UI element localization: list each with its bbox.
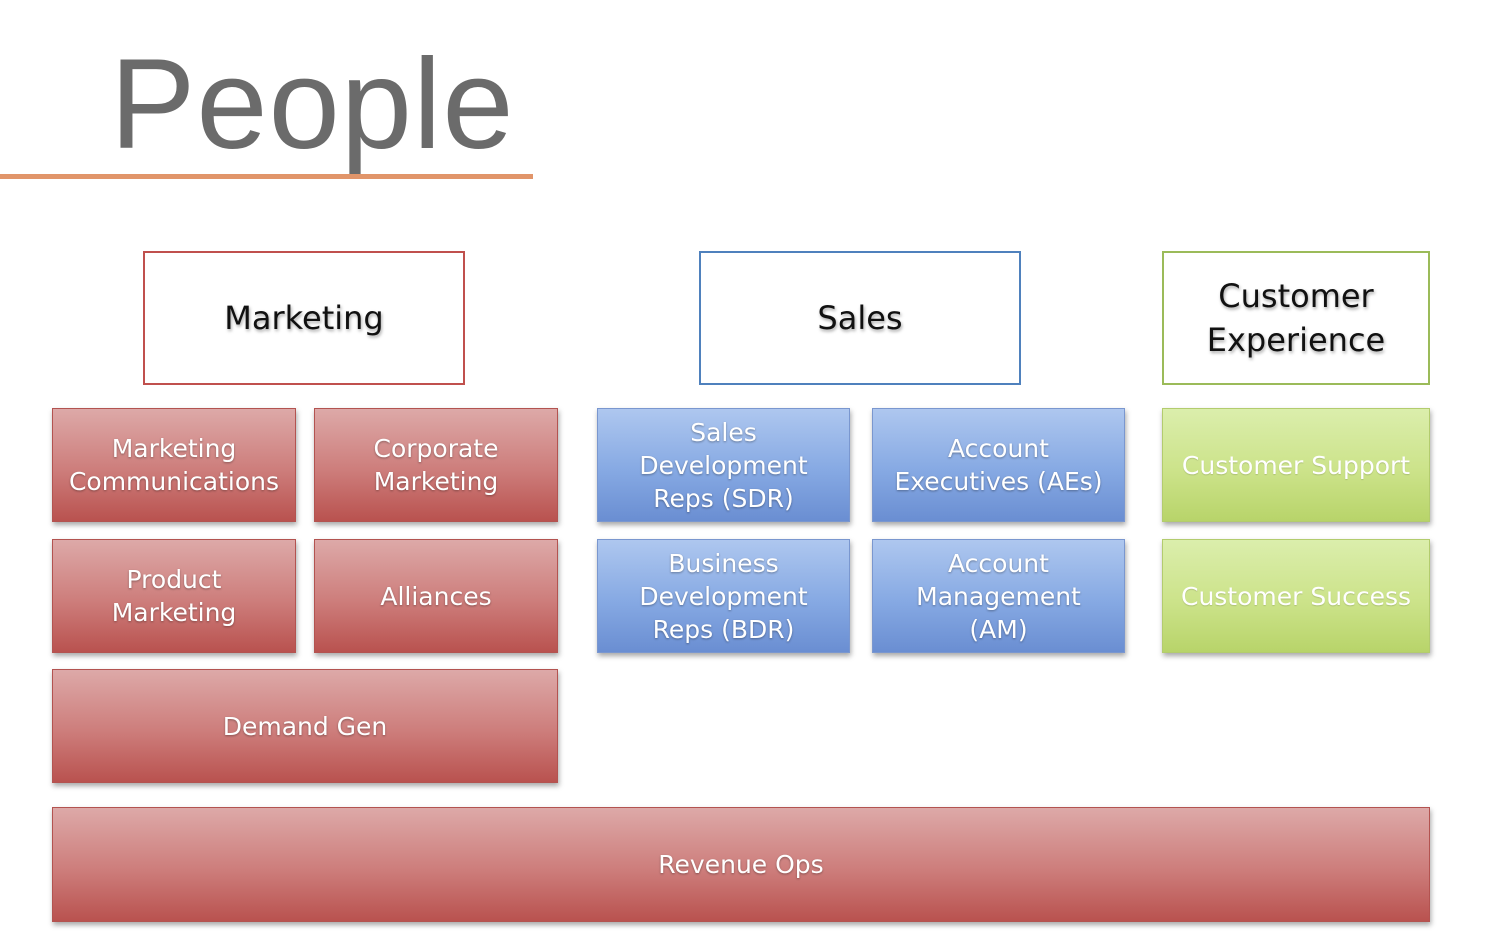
sdr-label: Sales Development Reps (SDR) (639, 417, 808, 513)
revenue-ops-box: Revenue Ops (52, 807, 1430, 922)
am-box: Account Management (AM) (872, 539, 1125, 653)
sales-header: Sales (699, 251, 1021, 385)
bdr-label: Business Development Reps (BDR) (639, 548, 808, 644)
product-marketing-label: Product Marketing (111, 565, 237, 627)
title-underline (0, 174, 533, 179)
corporate-marketing-label: Corporate Marketing (373, 434, 499, 496)
product-marketing-box: Product Marketing (52, 539, 296, 653)
marketing-header: Marketing (143, 251, 465, 385)
ae-box: Account Executives (AEs) (872, 408, 1125, 522)
sales-header-label: Sales (817, 299, 903, 337)
marketing-communications-label: Marketing Communications (68, 434, 280, 496)
customer-experience-header: Customer Experience (1162, 251, 1430, 385)
customer-support-box: Customer Support (1162, 408, 1430, 522)
demand-gen-label: Demand Gen (222, 711, 388, 741)
marketing-communications-box: Marketing Communications (52, 408, 296, 522)
page-title: People (110, 33, 515, 176)
sdr-box: Sales Development Reps (SDR) (597, 408, 850, 522)
ae-label: Account Executives (AEs) (894, 434, 1103, 496)
am-label: Account Management (AM) (916, 548, 1081, 644)
marketing-header-label: Marketing (224, 299, 384, 337)
customer-support-label: Customer Support (1181, 450, 1411, 480)
customer-success-box: Customer Success (1162, 539, 1430, 653)
customer-success-label: Customer Success (1180, 581, 1412, 611)
alliances-label: Alliances (380, 581, 492, 611)
corporate-marketing-box: Corporate Marketing (314, 408, 558, 522)
customer-experience-header-label: Customer Experience (1206, 277, 1386, 359)
alliances-box: Alliances (314, 539, 558, 653)
revenue-ops-label: Revenue Ops (658, 850, 824, 879)
bdr-box: Business Development Reps (BDR) (597, 539, 850, 653)
demand-gen-box: Demand Gen (52, 669, 558, 783)
